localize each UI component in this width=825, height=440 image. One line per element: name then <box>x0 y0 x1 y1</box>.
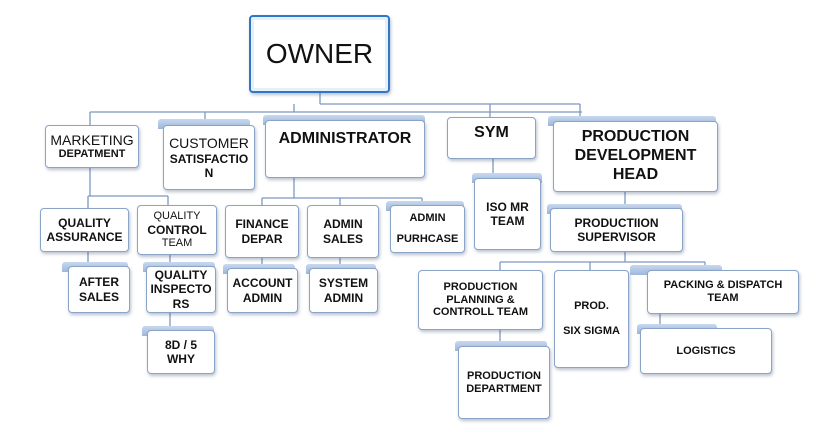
eight-d-five-why-box: 8D / 5 WHY <box>147 330 215 374</box>
eight-d-label: 8D / 5 WHY <box>164 337 197 366</box>
owner-box: OWNER <box>249 15 390 93</box>
admin-sales-label: ADMIN SALES <box>322 217 363 246</box>
administrator-label: ADMINISTRATOR <box>278 130 412 147</box>
system-admin-box: SYSTEM ADMIN <box>309 268 378 313</box>
packing-label: PACKING & DISPATCH TEAM <box>663 279 783 304</box>
account-admin-box: ACCOUNT ADMIN <box>227 268 298 313</box>
system-admin-label: SYSTEM ADMIN <box>318 276 369 305</box>
admin-purchase-label-2: PURHCASE <box>396 233 459 245</box>
sym-label: SYM <box>474 124 509 141</box>
admin-purchase-box: ADMIN PURHCASE <box>390 205 465 253</box>
after-sales-label: AFTER SALES <box>78 275 119 304</box>
customer-sub-label: SATISFACTIO N <box>169 151 249 180</box>
production-planning-box: PRODUCTION PLANNING & CONTROLL TEAM <box>418 270 543 330</box>
customer-satisfaction-box: CUSTOMER SATISFACTIO N <box>163 125 255 190</box>
production-dept-label: PRODUCTION DEPARTMENT <box>466 369 542 395</box>
owner-label: OWNER <box>265 38 374 70</box>
admin-sales-box: ADMIN SALES <box>307 205 379 258</box>
quality-control-label-3: TEAM <box>161 237 193 250</box>
iso-mr-team-box: ISO MR TEAM <box>474 178 541 250</box>
planning-label: PRODUCTION PLANNING & CONTROLL TEAM <box>432 280 529 319</box>
production-department-box: PRODUCTION DEPARTMENT <box>458 346 550 419</box>
quality-inspectors-box: QUALITY INSPECTO RS <box>146 266 216 313</box>
after-sales-box: AFTER SALES <box>68 266 130 313</box>
finance-label: FINANCE DEPAR <box>235 217 289 246</box>
customer-tab <box>158 119 250 129</box>
marketing-sub-label: DEPATMENT <box>58 148 126 161</box>
production-head-label: PRODUCTION DEVELOPMENT HEAD <box>574 128 697 183</box>
administrator-box: ADMINISTRATOR <box>265 120 425 178</box>
packing-dispatch-box: PACKING & DISPATCH TEAM <box>647 270 799 314</box>
production-development-head-box: PRODUCTION DEVELOPMENT HEAD <box>553 121 718 192</box>
marketing-department-box: MARKETING DEPATMENT <box>45 125 139 168</box>
six-sigma-box: PROD. SIX SIGMA <box>554 270 629 368</box>
sym-box: SYM <box>447 117 536 159</box>
quality-inspectors-label: QUALITY INSPECTO RS <box>150 268 212 311</box>
account-admin-label: ACCOUNT ADMIN <box>232 276 293 305</box>
quality-control-team-box: QUALITY CONTROL TEAM <box>137 205 217 255</box>
logistics-box: LOGISTICS <box>640 328 772 374</box>
marketing-label: MARKETING <box>50 131 134 148</box>
admin-purchase-label-1: ADMIN <box>409 212 446 225</box>
quality-control-label-2: CONTROL <box>147 222 207 237</box>
logistics-label: LOGISTICS <box>676 344 736 357</box>
quality-assurance-label: QUALITY ASSURANCE <box>46 215 123 244</box>
finance-department-box: FINANCE DEPAR <box>225 205 299 258</box>
customer-label: CUSTOMER <box>169 135 249 152</box>
supervisor-label: PRODUCTIION SUPERVISOR <box>574 215 659 244</box>
quality-control-label-1: QUALITY <box>153 209 201 222</box>
iso-mr-label: ISO MR TEAM <box>486 199 529 228</box>
quality-assurance-box: QUALITY ASSURANCE <box>40 208 129 252</box>
six-sigma-label: PROD. SIX SIGMA <box>563 299 620 338</box>
production-supervisor-box: PRODUCTIION SUPERVISOR <box>550 208 683 252</box>
